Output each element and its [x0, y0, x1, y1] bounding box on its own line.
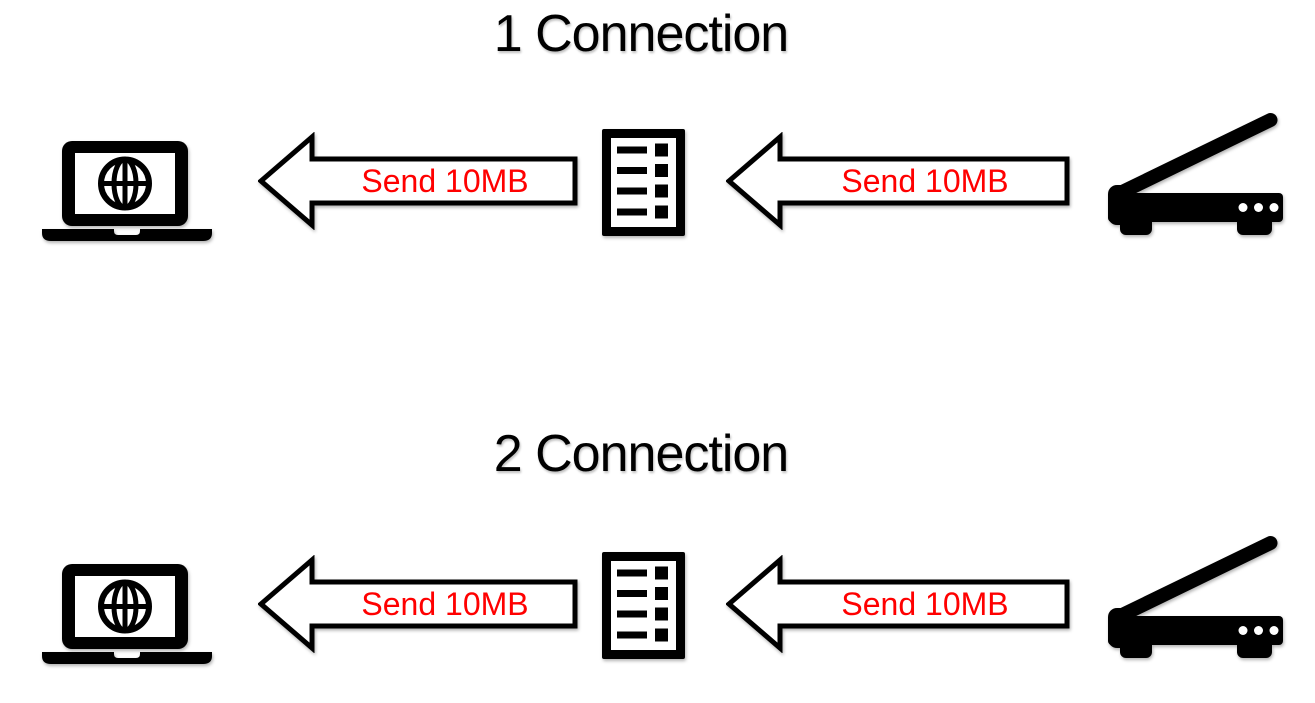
arrow-label: Send 10MB	[361, 163, 528, 199]
scanner-icon	[1108, 112, 1283, 235]
document-list-server-icon	[602, 129, 685, 236]
arrow-label: Send 10MB	[841, 586, 1008, 622]
scanner-icon	[1108, 535, 1283, 658]
arrow-label: Send 10MB	[841, 163, 1008, 199]
section-1-flow-row: Send 10MB Send 10MB	[0, 112, 1315, 247]
section-2-flow-row: Send 10MB Send 10MB	[0, 535, 1315, 670]
send-arrow-left: Send 10MB	[258, 555, 578, 653]
send-arrow-left: Send 10MB	[726, 132, 1070, 230]
send-arrow-left: Send 10MB	[258, 132, 578, 230]
section-2-title: 2 Connection	[493, 425, 789, 483]
laptop-globe-icon	[42, 141, 212, 241]
document-list-server-icon	[602, 552, 685, 659]
send-arrow-left: Send 10MB	[726, 555, 1070, 653]
section-1-title: 1 Connection	[493, 5, 789, 63]
arrow-label: Send 10MB	[361, 586, 528, 622]
laptop-globe-icon	[42, 564, 212, 664]
